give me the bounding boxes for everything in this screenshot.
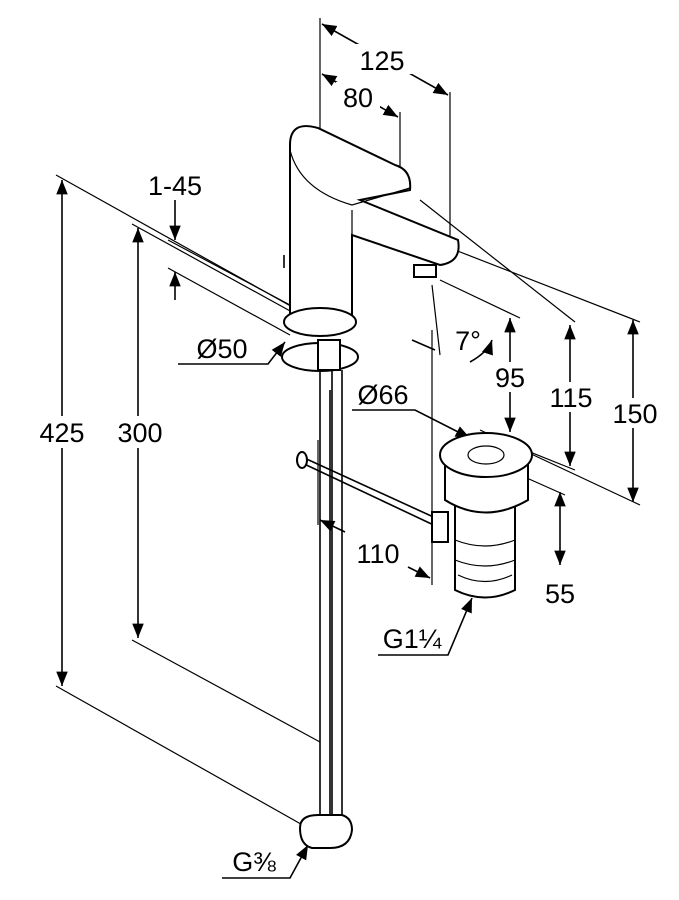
- popup-waste: [431, 432, 533, 599]
- dim-300: 300: [117, 418, 162, 448]
- dimension-labels: 125 80 1-45 Ø50 7° 95 115 150 Ø66 425 30…: [30, 44, 665, 877]
- dim-110: 110: [356, 539, 399, 569]
- dim-waste-diameter: Ø66: [357, 380, 408, 410]
- dim-waste-thread: G1¼: [383, 624, 442, 654]
- dim-425: 425: [39, 418, 84, 448]
- dim-55: 55: [545, 579, 575, 609]
- dim-150: 150: [612, 399, 657, 429]
- dim-80: 80: [343, 83, 373, 113]
- dim-1-45: 1-45: [148, 171, 202, 201]
- dim-hose-thread: G⅜: [232, 847, 276, 877]
- dim-115: 115: [549, 383, 592, 413]
- dim-125: 125: [359, 46, 404, 76]
- dim-base-diameter: Ø50: [196, 334, 247, 364]
- dim-95: 95: [495, 363, 525, 393]
- dim-angle: 7°: [455, 326, 481, 356]
- faucet-body: [281, 125, 460, 849]
